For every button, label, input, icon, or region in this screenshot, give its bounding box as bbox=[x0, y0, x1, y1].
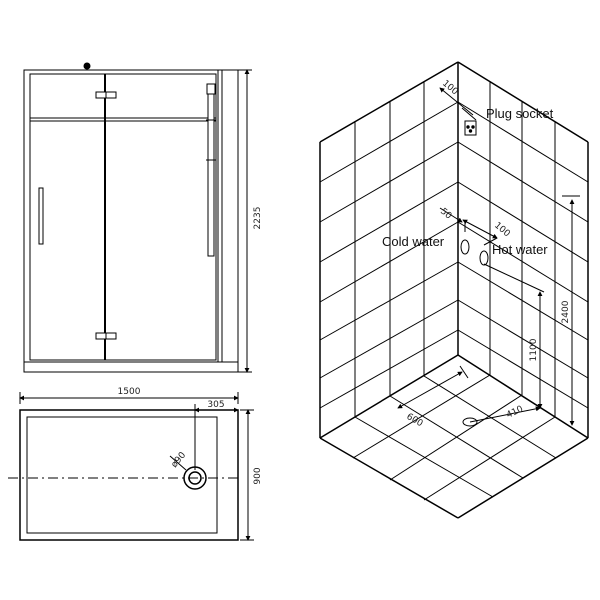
left-wall-tiles bbox=[319, 82, 459, 417]
water-height-label: 1100 bbox=[529, 338, 539, 361]
plug-offset-label: 100 bbox=[440, 79, 460, 98]
top-knob bbox=[83, 62, 91, 70]
ceiling-height-label: 2400 bbox=[561, 300, 571, 323]
drain-diameter-label: ø90 bbox=[170, 450, 189, 470]
shower-column bbox=[207, 83, 215, 257]
drain-x-label: 600 bbox=[405, 412, 425, 429]
width-label: 1500 bbox=[118, 387, 141, 397]
floor-tiles bbox=[352, 374, 557, 501]
room-perspective bbox=[319, 61, 589, 519]
tray-inner bbox=[26, 416, 218, 534]
cold-water-outlet bbox=[460, 239, 470, 255]
right-wall-tiles bbox=[457, 82, 589, 417]
door-handle bbox=[38, 187, 44, 245]
water-offset-label: 50 bbox=[438, 207, 453, 222]
height-label: 2235 bbox=[253, 207, 263, 230]
plug-socket bbox=[464, 120, 477, 136]
cabin-outline bbox=[23, 69, 239, 363]
cold-water-label: Cold water bbox=[382, 234, 445, 249]
hot-water-label: Hot water bbox=[492, 242, 548, 257]
cabin-base bbox=[23, 361, 239, 373]
plan-view bbox=[8, 392, 254, 541]
drain-y-label: 410 bbox=[505, 404, 525, 420]
drain-offset-label: 305 bbox=[207, 400, 224, 410]
tray-outline bbox=[19, 409, 239, 541]
hot-water-outlet bbox=[479, 250, 489, 266]
plug-socket-label: Plug socket bbox=[486, 106, 554, 121]
drain-outer bbox=[183, 466, 207, 490]
depth-label: 900 bbox=[253, 467, 263, 484]
drain-inner bbox=[188, 471, 202, 485]
front-elevation bbox=[23, 62, 252, 373]
